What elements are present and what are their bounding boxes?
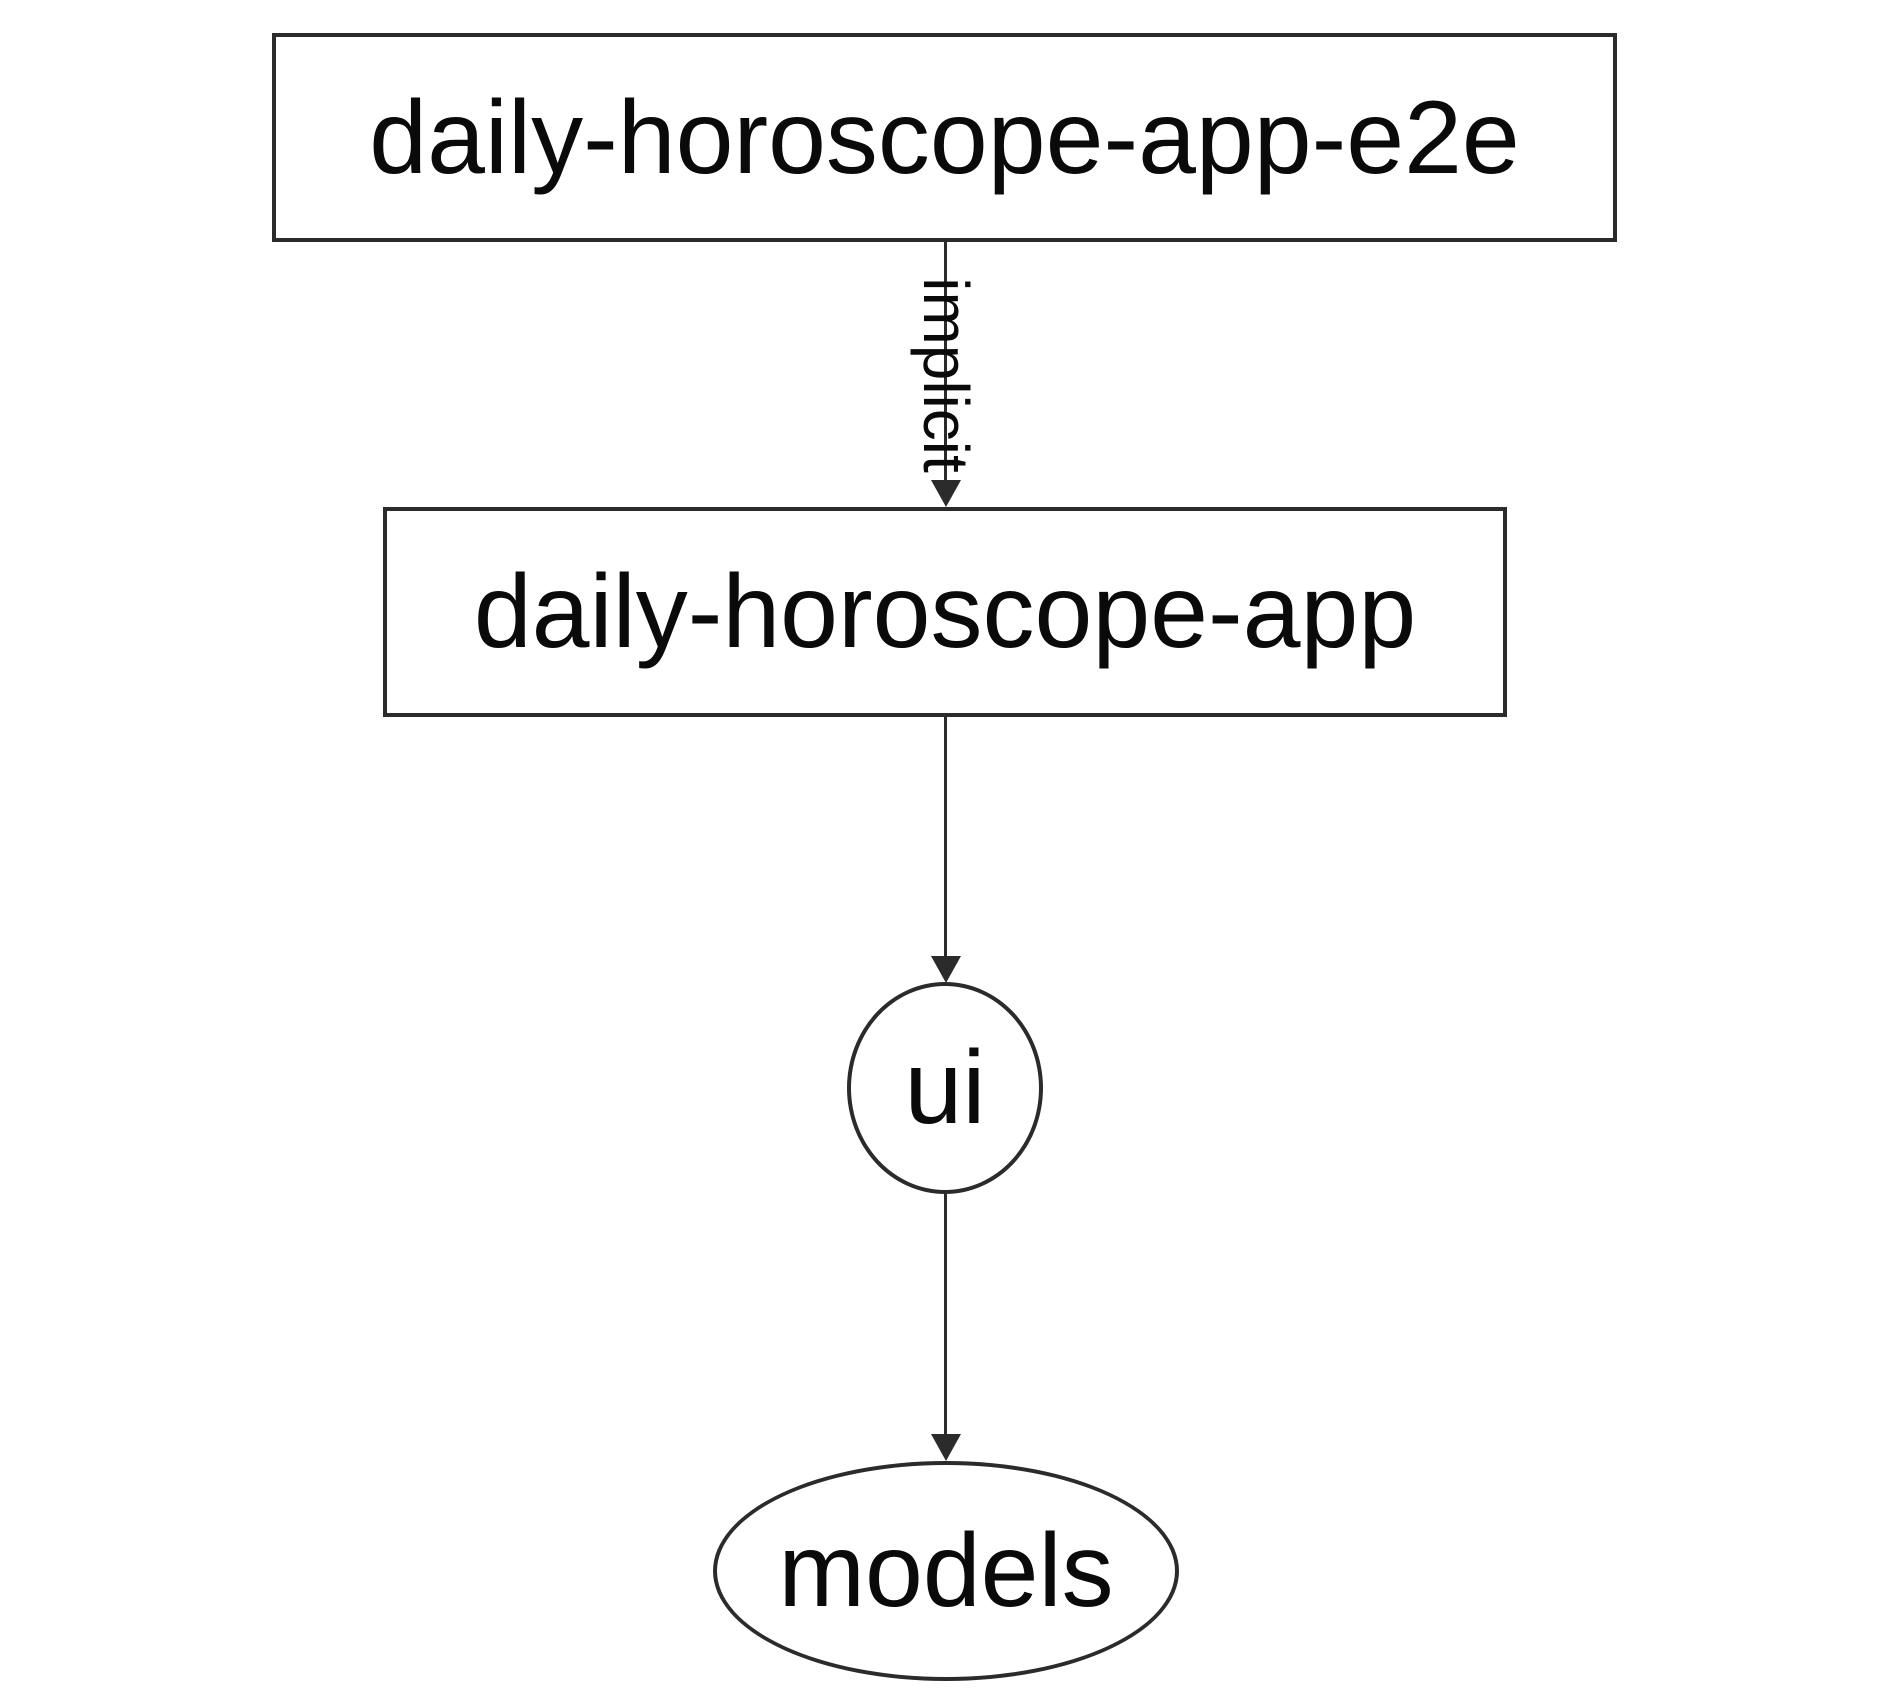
edge-e2e-to-app-line xyxy=(944,242,947,484)
node-daily-horoscope-app[interactable]: daily-horoscope-app xyxy=(383,507,1507,717)
node-daily-horoscope-app-e2e[interactable]: daily-horoscope-app-e2e xyxy=(272,33,1617,242)
edge-ui-to-models-line xyxy=(944,1194,947,1438)
edge-app-to-ui-arrowhead-icon xyxy=(931,956,961,983)
node-ui[interactable]: ui xyxy=(847,982,1043,1194)
node-models-label: models xyxy=(778,1513,1114,1629)
edge-app-to-ui-line xyxy=(944,717,947,960)
node-daily-horoscope-app-e2e-label: daily-horoscope-app-e2e xyxy=(369,79,1520,196)
edge-e2e-to-app-label: implicit xyxy=(910,277,982,473)
node-ui-label: ui xyxy=(904,1030,986,1146)
node-daily-horoscope-app-label: daily-horoscope-app xyxy=(473,554,1417,670)
node-models[interactable]: models xyxy=(713,1461,1179,1681)
edge-ui-to-models-arrowhead-icon xyxy=(931,1434,961,1461)
edge-e2e-to-app-arrowhead-icon xyxy=(931,480,961,507)
